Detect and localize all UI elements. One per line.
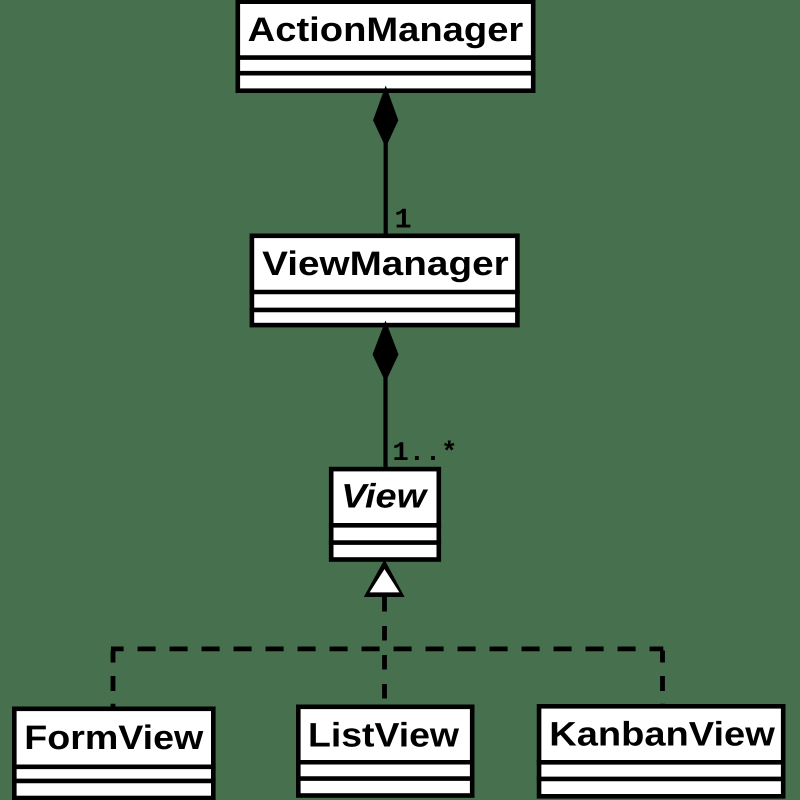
svg-text:View: View	[341, 477, 429, 515]
svg-text:ListView: ListView	[308, 717, 460, 755]
svg-text:1: 1	[395, 204, 412, 237]
svg-text:FormView: FormView	[24, 719, 204, 757]
svg-text:KanbanView: KanbanView	[549, 716, 775, 754]
svg-text:ViewManager: ViewManager	[262, 245, 509, 283]
svg-text:1..*: 1..*	[393, 439, 458, 469]
svg-text:ActionManager: ActionManager	[248, 11, 524, 49]
